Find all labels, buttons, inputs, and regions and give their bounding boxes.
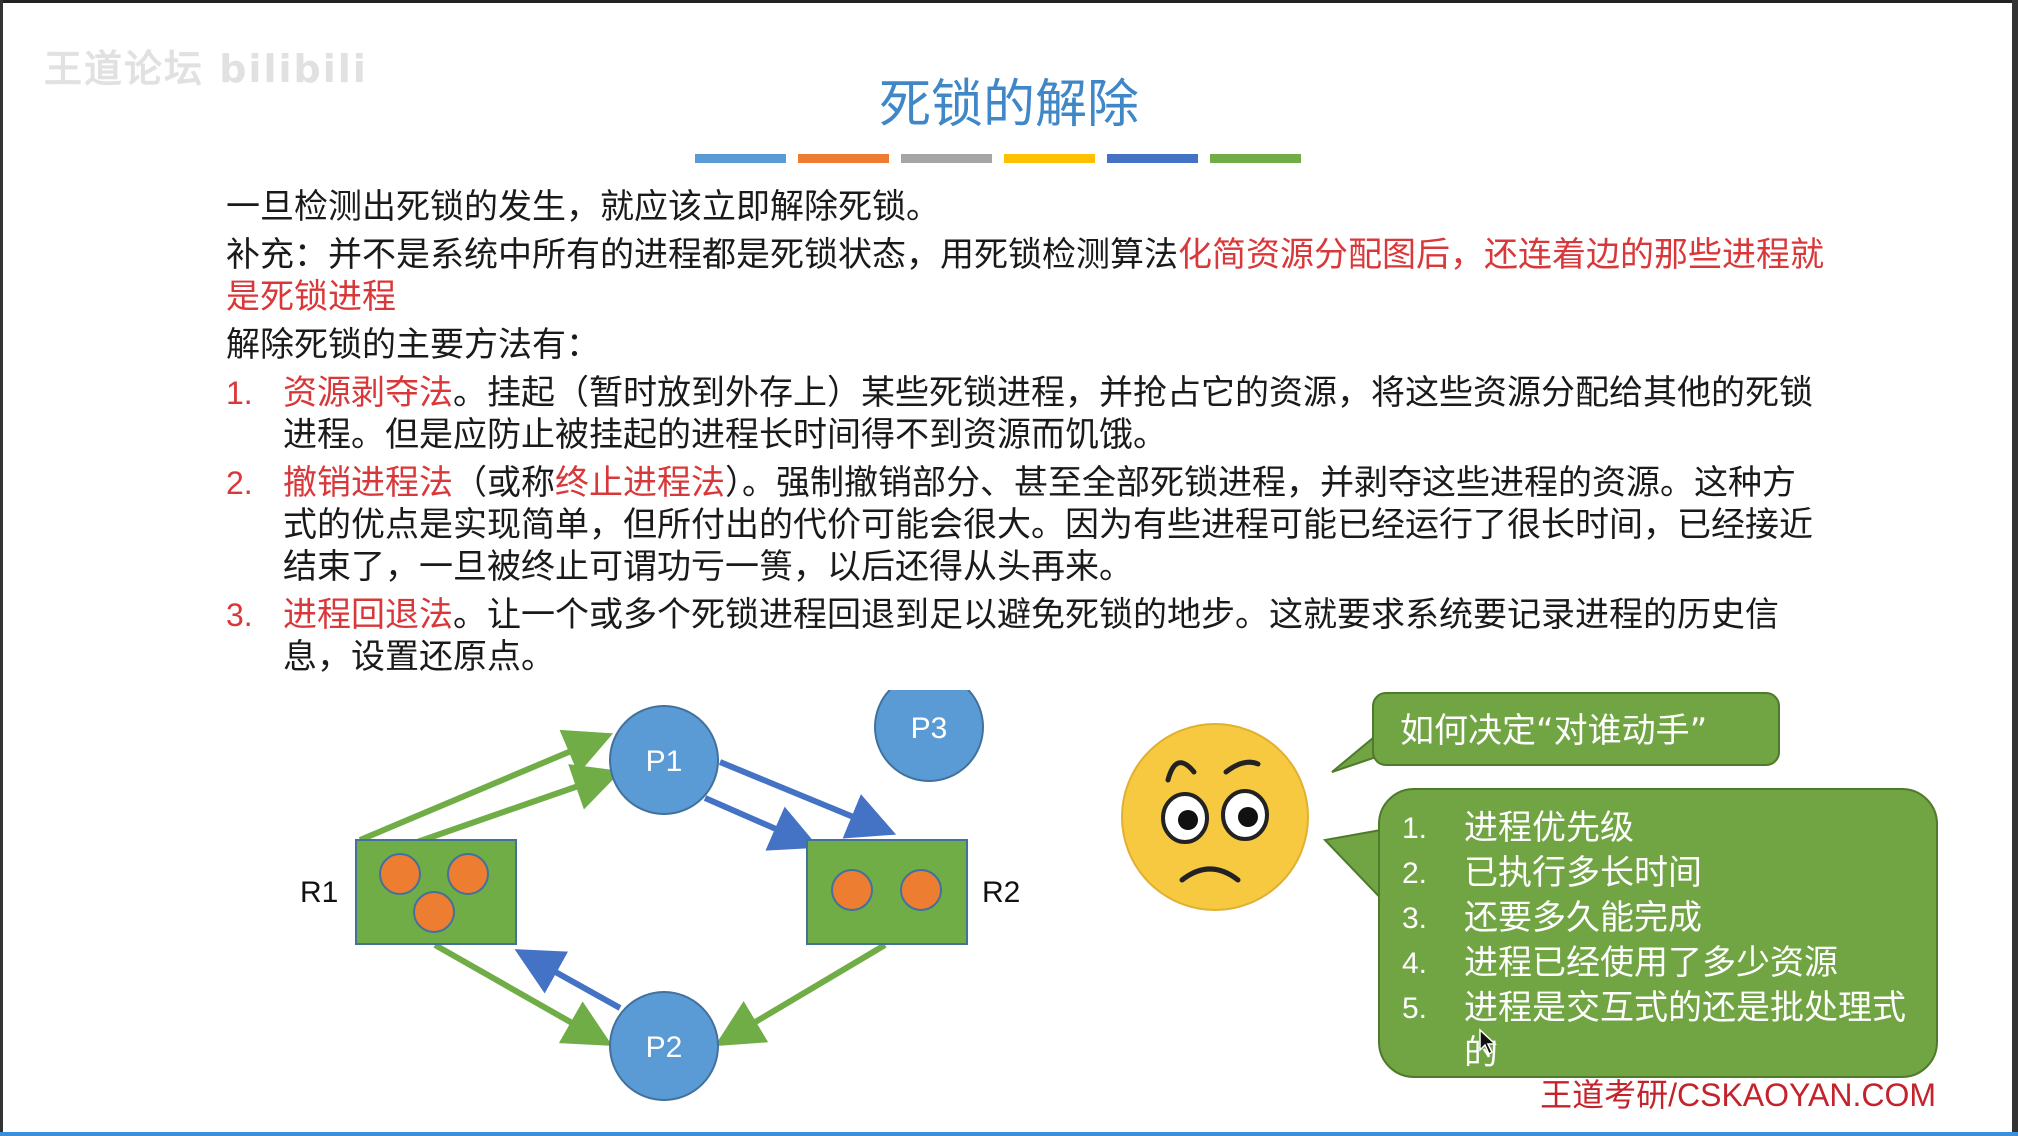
resource-r1-label: R1 — [300, 876, 338, 909]
intro-text: 一旦检测出死锁的发生，就应该立即解除死锁。 — [226, 187, 940, 227]
frame-right-border — [2012, 0, 2018, 1136]
method-number: 3. — [226, 597, 253, 633]
resource-unit — [447, 853, 489, 895]
progress-bar — [0, 1132, 2018, 1136]
method-name: 进程回退法 — [283, 595, 453, 635]
slide-title: 死锁的解除 — [878, 75, 1139, 135]
process-p3-label: P3 — [911, 712, 948, 745]
criteria-number: 3. — [1402, 902, 1428, 935]
slide-content: 一旦检测出死锁的发生，就应该立即解除死锁。 补充：并不是系统中所有的进程都是死锁… — [226, 186, 1826, 678]
title-underline-bars — [695, 154, 1301, 163]
method-item: 2. 撤销进程法（或称终止进程法）。强制撤销部分、甚至全部死锁进程，并剥夺这些进程… — [226, 462, 1826, 588]
edge-r1-p1-a — [358, 729, 614, 843]
title-underline-bar — [1210, 154, 1301, 163]
criteria-item: 5. 进程是交互式的还是批处理式的 — [1402, 986, 1916, 1076]
method-number: 2. — [226, 465, 253, 501]
method-text: ）。强制撤销部分、甚至全部死锁进程，并剥夺这些进程的资源。这种方式的优点是实现简… — [283, 463, 1813, 587]
criteria-number: 4. — [1402, 947, 1428, 980]
criteria-bubble: 1. 进程优先级 2. 已执行多长时间 3. 还要多久能完成 4. 进程已经使用了多少资… — [1378, 788, 1938, 1078]
methods-list: 1. 资源剥夺法。挂起（暂时放到外存上）某些死锁进程，并抢占它的资源，将这些资源分… — [226, 372, 1826, 678]
method-item: 1. 资源剥夺法。挂起（暂时放到外存上）某些死锁进程，并抢占它的资源，将这些资源分… — [226, 372, 1826, 456]
edge-p1-r2-a — [718, 759, 897, 839]
edge-p1-r2-b — [703, 795, 819, 851]
supplement-highlight: 化简资源分配图后，还连着边的那些进程就是死锁进程 — [226, 235, 1824, 317]
frame-left-border — [0, 0, 3, 1136]
supplement-text: 补充：并不是系统中所有的进程都是死锁状态，用死锁检测算法化简资源分配图后，还连着… — [226, 234, 1826, 318]
process-p2-label: P2 — [646, 1031, 683, 1064]
criteria-number: 5. — [1402, 992, 1428, 1025]
title-underline-bar — [1107, 154, 1198, 163]
criteria-text: 进程已经使用了多少资源 — [1464, 943, 1838, 983]
title-underline-bar — [901, 154, 992, 163]
criteria-item: 4. 进程已经使用了多少资源 — [1402, 941, 1916, 986]
frame-top-border — [0, 0, 2018, 3]
method-text: 。挂起（暂时放到外存上）某些死锁进程，并抢占它的资源，将这些资源分配给其他的死锁… — [283, 373, 1813, 455]
edge-r1-p2 — [433, 942, 613, 1046]
resource-unit — [831, 869, 873, 911]
criteria-number: 2. — [1402, 857, 1428, 890]
methods-heading: 解除死锁的主要方法有： — [226, 325, 600, 365]
supplement-prefix: 补充：并不是系统中所有的进程都是死锁状态，用死锁检测算法 — [226, 235, 1178, 275]
method-text: 。让一个或多个死锁进程回退到足以避免死锁的地步。这就要求系统要记录进程的历史信息… — [283, 595, 1779, 677]
question-bubble: 如何决定“对谁动手” — [1372, 692, 1780, 766]
criteria-number: 1. — [1402, 812, 1428, 845]
footer-brand: 王道考研/CSKAOYAN.COM — [1540, 1077, 1936, 1113]
decision-callout: 如何决定“对谁动手” 1. 进程优先级 2. 已执行多长时间 3. 还要多久能完成 4… — [1110, 680, 1940, 1100]
edge-p2-r1 — [514, 949, 622, 1011]
process-p1-label: P1 — [646, 745, 683, 778]
title-underline-bar — [798, 154, 889, 163]
criteria-list: 1. 进程优先级 2. 已执行多长时间 3. 还要多久能完成 4. 进程已经使用了多少资… — [1402, 806, 1916, 1076]
resource-allocation-diagram: R1 R2 P1 P2 P3 — [300, 690, 1020, 1101]
edge-r2-p2 — [714, 942, 887, 1047]
criteria-item: 2. 已执行多长时间 — [1402, 851, 1916, 896]
method-number: 1. — [226, 375, 253, 411]
resource-r2 — [806, 839, 968, 945]
resource-unit — [379, 853, 421, 895]
confused-face-icon — [1121, 723, 1309, 911]
title-underline-bar — [695, 154, 786, 163]
mouse-cursor-icon — [1479, 1028, 1497, 1056]
process-p2 — [609, 991, 719, 1101]
title-underline-bar — [1004, 154, 1095, 163]
method-alt-name: 终止进程法 — [555, 463, 725, 503]
criteria-item: 3. 还要多久能完成 — [1402, 896, 1916, 941]
method-mid: （或称 — [453, 463, 555, 503]
criteria-text: 已执行多长时间 — [1464, 853, 1702, 893]
resource-unit — [900, 869, 942, 911]
method-name: 撤销进程法 — [283, 463, 453, 503]
edge-r1-p1-b — [399, 764, 622, 851]
method-item: 3. 进程回退法。让一个或多个死锁进程回退到足以避免死锁的地步。这就要求系统要记录… — [226, 594, 1826, 678]
method-name: 资源剥夺法 — [283, 373, 453, 413]
callout-graphics — [1121, 723, 1393, 913]
criteria-text: 进程是交互式的还是批处理式的 — [1464, 988, 1906, 1073]
resource-unit — [413, 891, 455, 933]
process-p3 — [874, 690, 984, 782]
criteria-text: 进程优先级 — [1464, 808, 1634, 848]
criteria-item: 1. 进程优先级 — [1402, 806, 1916, 851]
process-p1 — [609, 705, 719, 815]
criteria-text: 还要多久能完成 — [1464, 898, 1702, 938]
watermark: 王道论坛 bilibili — [44, 47, 368, 91]
resource-r2-label: R2 — [982, 876, 1020, 909]
